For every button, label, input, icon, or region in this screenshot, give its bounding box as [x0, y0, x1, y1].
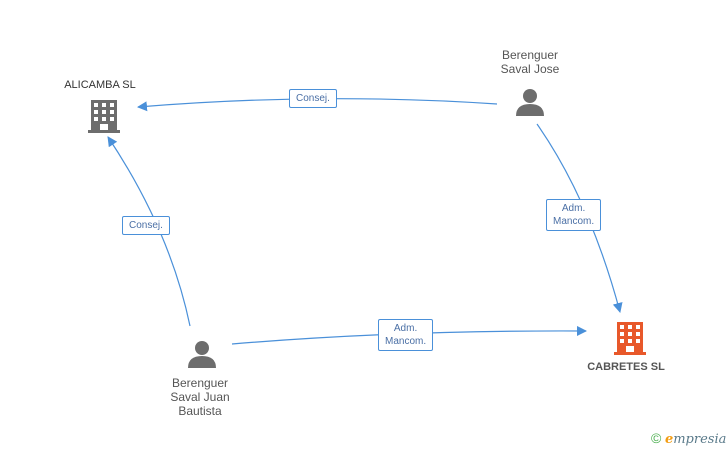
- brand-logo-text: mpresia: [673, 432, 727, 447]
- edge-label-juan-alicamba: Consej.: [122, 216, 170, 235]
- edge-label-jose-cabretes: Adm. Mancom.: [546, 199, 602, 231]
- person-icon[interactable]: [188, 341, 216, 368]
- node-label-berenguer-saval-jose[interactable]: Berenguer Saval Jose: [500, 48, 560, 76]
- node-label-cabretes[interactable]: CABRETES SL: [587, 361, 665, 373]
- building-icon[interactable]: [88, 100, 120, 133]
- edge-label-jose-alicamba: Consej.: [289, 89, 337, 108]
- node-label-alicamba[interactable]: ALICAMBA SL: [64, 79, 136, 91]
- building-icon[interactable]: [614, 322, 646, 355]
- node-label-berenguer-saval-juan-bautista[interactable]: Berenguer Saval Juan Bautista: [170, 376, 230, 418]
- person-icon[interactable]: [516, 89, 544, 116]
- brand-logo-e: e: [664, 432, 674, 447]
- brand-logo: © empresia: [651, 430, 726, 447]
- copyright-icon: ©: [651, 430, 662, 446]
- edge-label-juan-cabretes: Adm. Mancom.: [378, 319, 434, 351]
